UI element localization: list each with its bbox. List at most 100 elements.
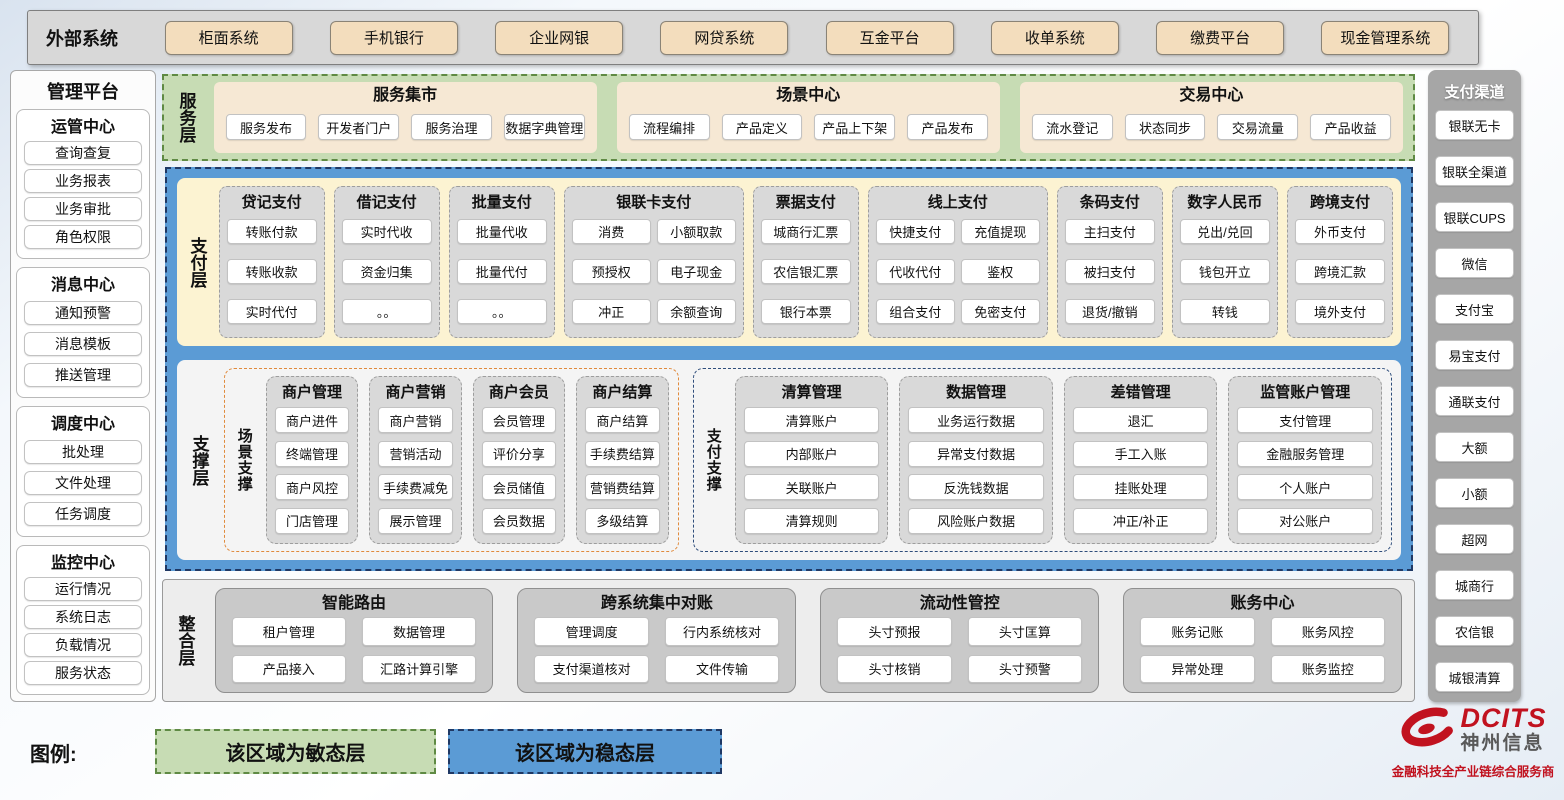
support-item-button[interactable]: 清算账户 <box>743 407 880 433</box>
payment-item-button[interactable]: 快捷支付 <box>875 218 955 244</box>
payment-item-button[interactable]: 免密支付 <box>960 299 1040 325</box>
management-item-button[interactable]: 角色权限 <box>24 225 142 249</box>
payment-item-button[interactable]: 外币支付 <box>1294 218 1385 244</box>
payment-channel-button[interactable]: 易宝支付 <box>1435 340 1514 370</box>
external-system-button[interactable]: 现金管理系统 <box>1321 20 1450 55</box>
payment-channel-button[interactable]: 农信银 <box>1435 616 1514 646</box>
payment-item-button[interactable]: 转账付款 <box>226 218 317 244</box>
service-item-button[interactable]: 服务发布 <box>225 114 307 140</box>
integration-item-button[interactable]: 异常处理 <box>1140 654 1255 683</box>
service-item-button[interactable]: 开发者门户 <box>318 114 400 140</box>
support-item-button[interactable]: 挂账处理 <box>1072 474 1209 501</box>
payment-item-button[interactable]: 兑出/兑回 <box>1179 218 1270 244</box>
management-item-button[interactable]: 推送管理 <box>24 362 142 387</box>
support-item-button[interactable]: 金融服务管理 <box>1237 440 1373 467</box>
payment-item-button[interactable]: 转钱 <box>1179 299 1270 325</box>
support-item-button[interactable]: 关联账户 <box>743 474 880 501</box>
payment-item-button[interactable]: 组合支付 <box>875 299 955 325</box>
payment-item-button[interactable]: 代收代付 <box>875 258 955 284</box>
payment-item-button[interactable]: 境外支付 <box>1294 299 1385 325</box>
payment-item-button[interactable]: 农信银汇票 <box>760 258 851 284</box>
support-item-button[interactable]: 门店管理 <box>274 507 350 534</box>
support-item-button[interactable]: 手工入账 <box>1072 440 1209 467</box>
service-item-button[interactable]: 产品定义 <box>721 114 803 140</box>
support-item-button[interactable]: 营销费结算 <box>585 474 660 501</box>
payment-item-button[interactable]: 。。 <box>341 299 432 325</box>
external-system-button[interactable]: 缴费平台 <box>1156 20 1285 55</box>
support-item-button[interactable]: 会员数据 <box>481 507 557 534</box>
integration-item-button[interactable]: 头寸预警 <box>967 654 1083 683</box>
payment-item-button[interactable]: 批量代收 <box>456 218 547 244</box>
integration-item-button[interactable]: 账务监控 <box>1270 654 1385 683</box>
management-item-button[interactable]: 任务调度 <box>24 501 142 526</box>
support-item-button[interactable]: 会员储值 <box>481 474 557 501</box>
service-item-button[interactable]: 交易流量 <box>1217 114 1299 140</box>
management-item-button[interactable]: 批处理 <box>24 439 142 464</box>
support-item-button[interactable]: 会员管理 <box>481 407 557 433</box>
support-item-button[interactable]: 风险账户数据 <box>908 507 1044 534</box>
integration-item-button[interactable]: 管理调度 <box>534 617 649 646</box>
support-item-button[interactable]: 内部账户 <box>743 440 880 467</box>
management-item-button[interactable]: 负载情况 <box>24 633 142 657</box>
support-item-button[interactable]: 商户营销 <box>378 407 453 433</box>
integration-item-button[interactable]: 账务风控 <box>1270 617 1385 646</box>
management-item-button[interactable]: 文件处理 <box>24 470 142 495</box>
payment-item-button[interactable]: 。。 <box>456 299 547 325</box>
support-item-button[interactable]: 多级结算 <box>585 507 660 534</box>
service-item-button[interactable]: 产品收益 <box>1310 114 1392 140</box>
external-system-button[interactable]: 收单系统 <box>990 20 1119 55</box>
management-item-button[interactable]: 业务审批 <box>24 197 142 221</box>
management-item-button[interactable]: 通知预警 <box>24 300 142 325</box>
payment-item-button[interactable]: 城商行汇票 <box>760 218 851 244</box>
payment-item-button[interactable]: 实时代付 <box>226 299 317 325</box>
service-item-button[interactable]: 产品上下架 <box>814 114 896 140</box>
integration-item-button[interactable]: 文件传输 <box>664 654 780 683</box>
support-item-button[interactable]: 手续费结算 <box>585 440 660 467</box>
payment-channel-button[interactable]: 城银清算 <box>1435 662 1514 692</box>
integration-item-button[interactable]: 支付渠道核对 <box>534 654 649 683</box>
payment-item-button[interactable]: 批量代付 <box>456 258 547 284</box>
payment-channel-button[interactable]: 通联支付 <box>1435 386 1514 416</box>
integration-item-button[interactable]: 头寸核销 <box>837 654 952 683</box>
support-item-button[interactable]: 商户结算 <box>585 407 660 433</box>
payment-item-button[interactable]: 冲正 <box>571 299 651 325</box>
support-item-button[interactable]: 手续费减免 <box>378 474 453 501</box>
payment-channel-button[interactable]: 银联CUPS <box>1435 202 1514 232</box>
payment-item-button[interactable]: 充值提现 <box>960 218 1040 244</box>
service-item-button[interactable]: 状态同步 <box>1124 114 1206 140</box>
payment-channel-button[interactable]: 银联全渠道 <box>1435 156 1514 186</box>
external-system-button[interactable]: 手机银行 <box>329 20 458 55</box>
integration-item-button[interactable]: 头寸匡算 <box>967 617 1083 646</box>
support-item-button[interactable]: 支付管理 <box>1237 407 1373 433</box>
payment-item-button[interactable]: 电子现金 <box>656 258 736 284</box>
payment-item-button[interactable]: 跨境汇款 <box>1294 258 1385 284</box>
management-item-button[interactable]: 运行情况 <box>24 577 142 601</box>
support-item-button[interactable]: 业务运行数据 <box>908 407 1044 433</box>
management-item-button[interactable]: 系统日志 <box>24 605 142 629</box>
payment-item-button[interactable]: 转账收款 <box>226 258 317 284</box>
management-item-button[interactable]: 服务状态 <box>24 661 142 685</box>
service-item-button[interactable]: 服务治理 <box>411 114 492 140</box>
payment-channel-button[interactable]: 银联无卡 <box>1435 110 1514 140</box>
support-item-button[interactable]: 商户风控 <box>274 474 350 501</box>
support-item-button[interactable]: 清算规则 <box>743 507 880 534</box>
service-item-button[interactable]: 流程编排 <box>628 114 710 140</box>
payment-channel-button[interactable]: 小额 <box>1435 478 1514 508</box>
payment-channel-button[interactable]: 微信 <box>1435 248 1514 278</box>
support-item-button[interactable]: 终端管理 <box>274 440 350 467</box>
service-item-button[interactable]: 数据字典管理 <box>503 114 585 140</box>
service-item-button[interactable]: 流水登记 <box>1031 114 1113 140</box>
management-item-button[interactable]: 业务报表 <box>24 169 142 193</box>
payment-item-button[interactable]: 实时代收 <box>341 218 432 244</box>
support-item-button[interactable]: 营销活动 <box>378 440 453 467</box>
payment-item-button[interactable]: 被扫支付 <box>1064 258 1155 284</box>
external-system-button[interactable]: 企业网银 <box>495 20 624 55</box>
support-item-button[interactable]: 个人账户 <box>1237 474 1373 501</box>
payment-channel-button[interactable]: 城商行 <box>1435 570 1514 600</box>
payment-item-button[interactable]: 小额取款 <box>656 218 736 244</box>
integration-item-button[interactable]: 汇路计算引擎 <box>361 654 477 683</box>
management-item-button[interactable]: 查询查复 <box>24 141 142 165</box>
payment-item-button[interactable]: 资金归集 <box>341 258 432 284</box>
integration-item-button[interactable]: 账务记账 <box>1140 617 1255 646</box>
payment-item-button[interactable]: 余额查询 <box>656 299 736 325</box>
